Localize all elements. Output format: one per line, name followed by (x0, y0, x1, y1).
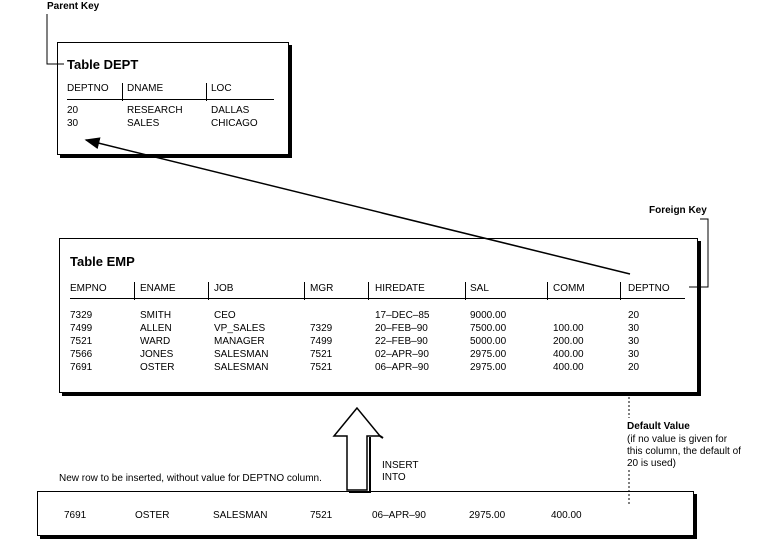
new-row-cell-mgr: 7521 (310, 510, 333, 521)
emp-table-title: Table EMP (70, 254, 135, 269)
emp-cell: CEO (214, 310, 236, 321)
dept-col-loc: LOC (211, 83, 232, 94)
dept-col-dname: DNAME (127, 83, 164, 94)
emp-col-divider (304, 282, 305, 300)
emp-cell: 5000.00 (470, 336, 507, 347)
emp-col-divider (547, 282, 548, 300)
emp-cell: 20–FEB–90 (375, 323, 428, 334)
emp-cell: 7691 (70, 362, 93, 373)
emp-col-divider (465, 282, 466, 300)
insert-label: INSERT (382, 460, 419, 471)
dept-col-divider (206, 83, 207, 101)
default-value-title: Default Value (627, 421, 690, 432)
emp-cell: 7566 (70, 349, 93, 360)
emp-cell: 400.00 (553, 362, 584, 373)
emp-col-job: JOB (214, 283, 234, 294)
emp-cell: 30 (628, 349, 640, 360)
emp-col-divider (368, 282, 369, 300)
dept-col-divider (122, 83, 123, 101)
emp-cell: 7521 (70, 336, 93, 347)
emp-cell: MANAGER (214, 336, 265, 347)
emp-col-divider (620, 282, 621, 300)
emp-cell: 7521 (310, 349, 333, 360)
emp-cell: 7500.00 (470, 323, 507, 334)
emp-cell: 22–FEB–90 (375, 336, 428, 347)
dept-col-deptno: DEPTNO (67, 83, 109, 94)
default-value-note-line: this column, the default of (627, 446, 741, 457)
emp-cell: 06–APR–90 (375, 362, 429, 373)
emp-col-comm: COMM (553, 283, 585, 294)
default-value-note-line: 20 is used) (627, 458, 676, 469)
new-row-box: 7691 OSTER SALESMAN 7521 06–APR–90 2975.… (37, 491, 694, 536)
emp-cell: WARD (140, 336, 171, 347)
emp-cell: 400.00 (553, 349, 584, 360)
emp-cell: SALESMAN (214, 349, 269, 360)
emp-cell: 2975.00 (470, 362, 507, 373)
emp-col-sal: SAL (470, 283, 489, 294)
dept-table: Table DEPT DEPTNO DNAME LOC 20 RESEARCH … (57, 42, 289, 155)
emp-cell: 02–APR–90 (375, 349, 429, 360)
emp-cell: 7329 (70, 310, 93, 321)
emp-cell: SALESMAN (214, 362, 269, 373)
parent-key-connector (46, 14, 64, 65)
emp-cell: JONES (140, 349, 174, 360)
foreign-key-connector (689, 218, 709, 288)
emp-cell: OSTER (140, 362, 175, 373)
dept-cell: SALES (127, 118, 160, 129)
insert-arrow (332, 406, 382, 491)
emp-cell: VP_SALES (214, 323, 266, 334)
emp-cell: 100.00 (553, 323, 584, 334)
new-row-cell-comm: 400.00 (551, 510, 582, 521)
emp-cell: 30 (628, 336, 640, 347)
dept-cell: RESEARCH (127, 105, 183, 116)
emp-cell: 7499 (310, 336, 333, 347)
new-row-cell-ename: OSTER (135, 510, 170, 521)
default-value-note-line: (if no value is given for (627, 434, 728, 445)
into-label: INTO (382, 472, 406, 483)
emp-cell: 7521 (310, 362, 333, 373)
foreign-to-parent-arrow (84, 137, 631, 275)
emp-cell: 2975.00 (470, 349, 507, 360)
new-row-note: New row to be inserted, without value fo… (59, 473, 322, 484)
parent-key-label: Parent Key (47, 1, 100, 12)
emp-cell: 20 (628, 310, 640, 321)
emp-col-ename: ENAME (140, 283, 176, 294)
emp-col-hiredate: HIREDATE (375, 283, 425, 294)
emp-cell: 30 (628, 323, 640, 334)
new-row-cell-job: SALESMAN (213, 510, 268, 521)
foreign-key-label: Foreign Key (649, 205, 707, 216)
emp-header-rule (70, 298, 685, 299)
dept-cell: 20 (67, 105, 79, 116)
emp-col-empno: EMPNO (70, 283, 107, 294)
emp-cell: 7499 (70, 323, 93, 334)
emp-col-divider (134, 282, 135, 300)
emp-col-divider (208, 282, 209, 300)
dept-cell: DALLAS (211, 105, 250, 116)
emp-cell: 17–DEC–85 (375, 310, 430, 321)
emp-cell: SMITH (140, 310, 172, 321)
new-row-cell-hiredate: 06–APR–90 (372, 510, 426, 521)
new-row-cell-empno: 7691 (64, 510, 87, 521)
new-row-cell-sal: 2975.00 (469, 510, 506, 521)
dept-table-title: Table DEPT (67, 57, 139, 72)
insert-arrow-shadow (379, 435, 384, 439)
emp-cell: 20 (628, 362, 640, 373)
emp-cell: ALLEN (140, 323, 172, 334)
insert-arrow-shadow (349, 437, 371, 493)
dept-cell: 30 (67, 118, 79, 129)
emp-col-deptno: DEPTNO (628, 283, 670, 294)
emp-cell: 7329 (310, 323, 333, 334)
emp-col-mgr: MGR (310, 283, 334, 294)
emp-cell: 200.00 (553, 336, 584, 347)
emp-cell: 9000.00 (470, 310, 507, 321)
dept-cell: CHICAGO (211, 118, 258, 129)
dept-header-rule (67, 99, 274, 100)
